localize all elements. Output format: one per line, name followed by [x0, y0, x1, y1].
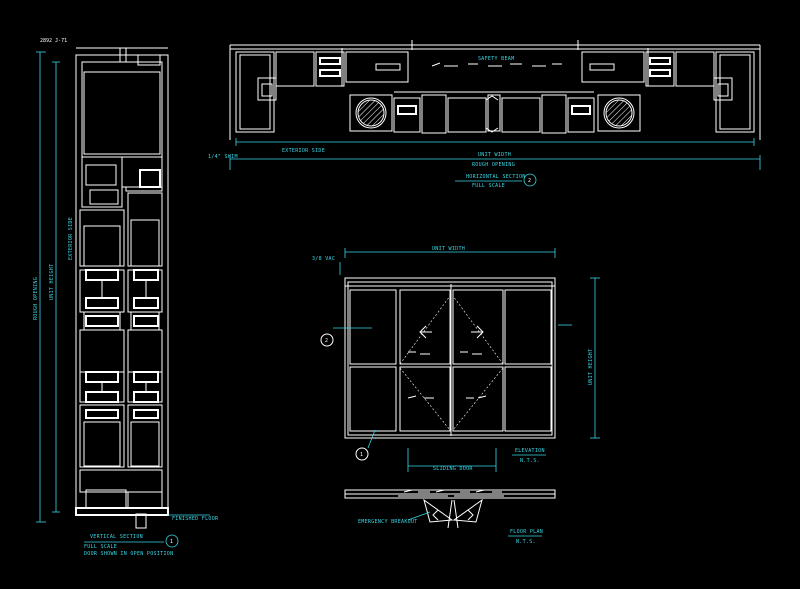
vertical-section-title: VERTICAL SECTION	[90, 534, 143, 540]
floor-plan-title: FLOOR PLAN	[510, 529, 543, 535]
elevation-tag: 3/8 VAC	[312, 256, 335, 262]
vertical-section-drawing: 2892 J-71 ROUGH OPENING UNIT HEIGHT EXTE…	[33, 38, 219, 557]
elevation-unit-width: UNIT WIDTH	[432, 246, 465, 252]
finished-floor-label: FINISHED FLOOR	[172, 516, 219, 522]
exterior-side-vertical: EXTERIOR SIDE	[68, 217, 74, 260]
exterior-side-horizontal: EXTERIOR SIDE	[282, 148, 325, 154]
unit-width-horizontal: UNIT WIDTH	[478, 152, 511, 158]
elevation-drawing: UNIT WIDTH 3/8 VAC UNIT HEIGHT 2	[312, 246, 600, 472]
horizontal-section-drawing: SAFETY BEAM EXTERIOR SIDE UNIT WIDTH ROU…	[208, 40, 761, 189]
callout-left: 2	[325, 338, 328, 344]
horizontal-section-ref: 2	[528, 178, 531, 184]
emergency-breakout-label: EMERGENCY BREAKOUT	[358, 519, 418, 525]
full-scale-2: FULL SCALE	[472, 183, 505, 189]
drawing-number: 2892 J-71	[40, 38, 67, 44]
rough-opening-horizontal: ROUGH OPENING	[472, 162, 515, 168]
callout-bottom: 1	[360, 452, 363, 458]
rough-opening-vertical: ROUGH OPENING	[33, 277, 39, 320]
horizontal-section-title: HORIZONTAL SECTION	[466, 174, 526, 180]
elevation-title: ELEVATION	[515, 448, 545, 454]
sliding-door-label: SLIDING DOOR	[433, 466, 473, 472]
unit-height-vertical: UNIT HEIGHT	[49, 264, 55, 300]
nts-1: N.T.S.	[520, 458, 540, 464]
unit-height-elevation: UNIT HEIGHT	[588, 349, 594, 385]
floor-plan-drawing: EMERGENCY BREAKOUT FLOOR PLAN N.T.S.	[344, 489, 556, 545]
safety-beam-label: SAFETY BEAM	[478, 56, 514, 62]
door-shown-note: DOOR SHOWN IN OPEN POSITION	[84, 551, 173, 557]
nts-2: N.T.S.	[516, 539, 536, 545]
vertical-section-ref: 1	[170, 539, 173, 545]
side-note: 1/4" SHIM	[208, 154, 238, 160]
full-scale-1: FULL SCALE	[84, 544, 117, 550]
